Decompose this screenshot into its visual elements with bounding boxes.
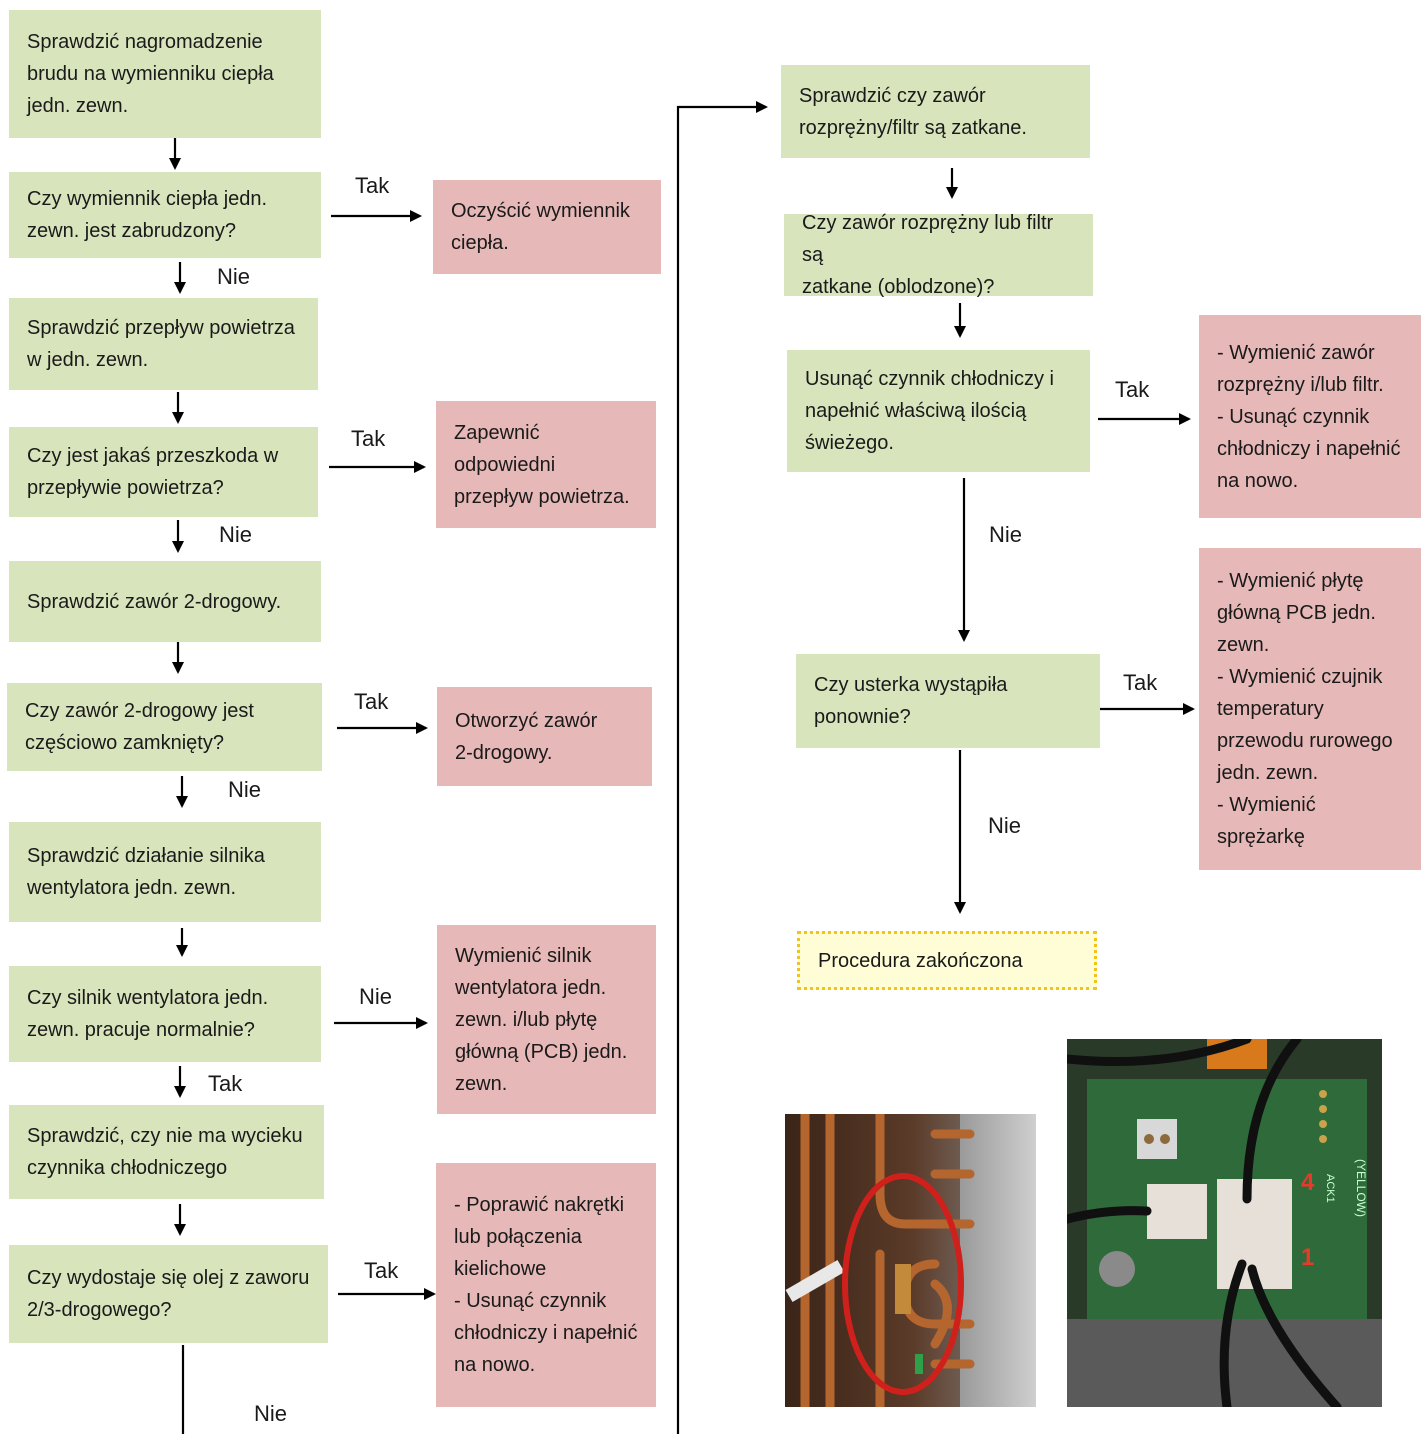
question-fault-recurred: Czy usterka wystąpiła ponownie? (796, 654, 1100, 748)
label-nie: Nie (254, 1401, 288, 1426)
question-valve-clogged: Czy zawór rozprężny lub filtr są zatkane… (784, 212, 1093, 298)
label-nie: Nie (989, 522, 1023, 547)
label-tak: Tak (354, 689, 389, 714)
question-oil-from-valve: Czy wydostaje się olej z zaworu 2/3-drog… (9, 1245, 328, 1343)
label-tak: Tak (355, 173, 390, 198)
step-check-refrigerant-leak: Sprawdzić, czy nie ma wycieku czynnika c… (9, 1105, 324, 1199)
label-tak: Tak (208, 1071, 243, 1096)
step-check-fan-motor: Sprawdzić działanie silnika wentylatora … (9, 822, 321, 922)
label-tak: Tak (1115, 377, 1150, 402)
label-nie: Nie (217, 264, 251, 289)
action-replace-pcb-sensor-compressor: - Wymienić płytę główną PCB jedn. zewn. … (1199, 548, 1421, 870)
label-nie: Nie (228, 777, 262, 802)
procedure-complete: Procedura zakończona (797, 931, 1097, 990)
step-check-airflow: Sprawdzić przepływ powietrza w jedn. zew… (9, 298, 318, 390)
step-check-2way-valve: Sprawdzić zawór 2-drogowy. (9, 561, 321, 642)
action-fix-flare-nuts: - Poprawić nakrętki lub połączenia kieli… (436, 1163, 656, 1407)
label-tak: Tak (364, 1258, 399, 1283)
question-airflow-obstruction: Czy jest jakaś przeszkoda w przepływie p… (9, 427, 318, 517)
label-nie: Nie (219, 522, 253, 547)
photo-pcb-connector: ACK1 (YELLOW) 4 1 (1067, 1039, 1382, 1407)
action-replace-expansion-valve: - Wymienić zawór rozprężny i/lub filtr. … (1199, 315, 1421, 518)
photo-pcb-connector-image: ACK1 (YELLOW) (1067, 1039, 1382, 1407)
connector-to-right-column (676, 101, 768, 1434)
step-check-dirt: Sprawdzić nagromadzenie brudu na wymienn… (9, 10, 321, 138)
photo2-marker-4: 4 (1301, 1169, 1315, 1196)
photo-copper-piping-image (785, 1114, 1036, 1407)
action-ensure-airflow: Zapewnić odpowiedni przepływ powietrza. (436, 401, 656, 528)
svg-text:ACK1: ACK1 (1324, 1174, 1336, 1203)
label-tak: Tak (1123, 670, 1158, 695)
question-heat-exchanger-dirty: Czy wymiennik ciepła jedn. zewn. jest za… (9, 172, 321, 258)
photo2-label-yellow: (YELLOW) (1354, 1159, 1368, 1217)
label-nie: Nie (359, 984, 393, 1009)
photo-copper-piping (785, 1114, 1036, 1407)
photo2-marker-1: 1 (1301, 1244, 1315, 1271)
action-replace-fan-motor: Wymienić silnik wentylatora jedn. zewn. … (437, 925, 656, 1114)
action-clean-exchanger: Oczyścić wymiennik ciepła. (433, 180, 661, 274)
action-open-valve: Otworzyć zawór 2-drogowy. (437, 687, 652, 786)
label-nie: Nie (988, 813, 1022, 838)
step-check-expansion-valve: Sprawdzić czy zawór rozprężny/filtr są z… (781, 65, 1090, 158)
label-tak: Tak (351, 426, 386, 451)
question-fan-motor-normal: Czy silnik wentylatora jedn. zewn. pracu… (9, 966, 321, 1062)
step-recharge-refrigerant: Usunąć czynnik chłodniczy i napełnić wła… (787, 350, 1090, 472)
question-valve-partially-closed: Czy zawór 2-drogowy jest częściowo zamkn… (7, 683, 322, 771)
